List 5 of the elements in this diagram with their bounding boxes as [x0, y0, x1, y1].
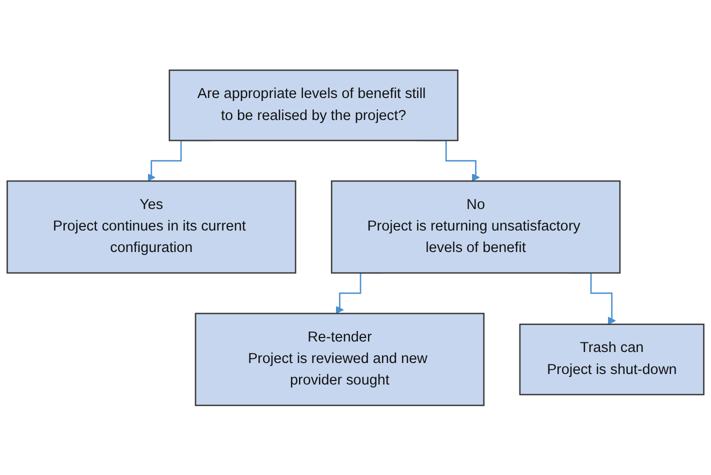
node-box: Re-tender Project is reviewed and new provider sought: [194, 312, 485, 406]
node-box: No Project is returning unsatisfactory levels of benefit: [330, 180, 621, 274]
node-box: Trash can Project is shut-down: [519, 323, 704, 395]
node-box: Yes Project continues in its current configuration: [6, 180, 296, 274]
node-box: Are appropriate levels of benefit still to be realised by the project?: [168, 69, 458, 141]
